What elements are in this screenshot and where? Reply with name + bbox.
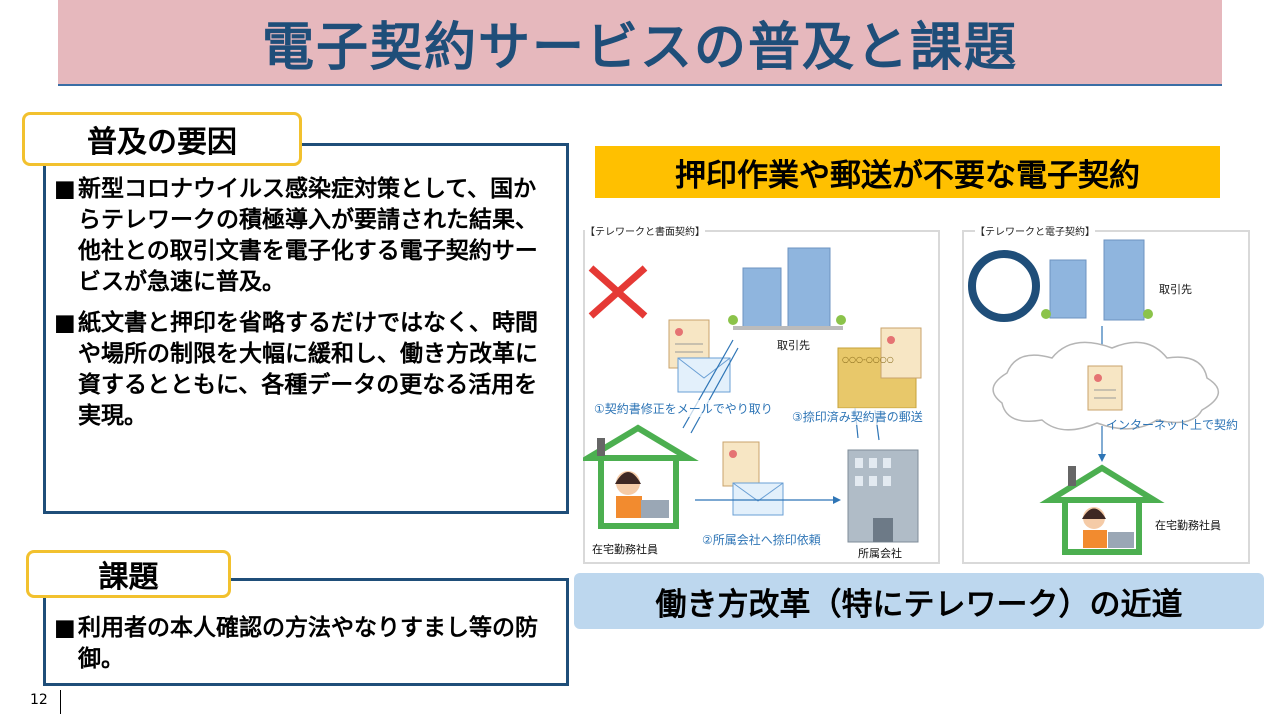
e-diagram-caption: 【テレワークと電子契約】 xyxy=(975,223,1095,238)
cross-icon xyxy=(588,265,648,319)
factors-heading: 普及の要因 xyxy=(22,112,302,166)
headline-banner: 押印作業や郵送が不要な電子契約 xyxy=(595,146,1220,198)
paper-step3-label: ③捺印済み契約書の郵送 xyxy=(792,408,923,425)
paper-step1-label: ①契約書修正をメールでやり取り xyxy=(594,400,773,417)
partner-building-icon xyxy=(728,247,846,330)
email-envelope-icon xyxy=(677,357,731,393)
contract-document-icon xyxy=(722,441,760,487)
factors-bullet-text: 新型コロナウイルス感染症対策として、国からテレワークの積極導入が要請された結果、… xyxy=(78,176,538,295)
e-partner-label: 取引先 xyxy=(1159,283,1192,296)
e-diagram-graphics xyxy=(968,239,1219,555)
partner-building-icon xyxy=(1041,239,1153,321)
square-bullet-icon: ■ xyxy=(54,615,76,641)
factors-panel: ■ 新型コロナウイルス感染症対策として、国からテレワークの積極導入が要請された結… xyxy=(43,143,569,514)
summary-banner: 働き方改革（特にテレワーク）の近道 xyxy=(574,573,1264,629)
square-bullet-icon: ■ xyxy=(54,310,76,336)
page-title: 電子契約サービスの普及と課題 xyxy=(261,17,1018,78)
paper-diagram-caption: 【テレワークと書面契約】 xyxy=(585,223,705,238)
email-envelope-icon xyxy=(732,482,784,516)
e-worker-label: 在宅勤務社員 xyxy=(1155,519,1221,532)
issues-bullet-list: ■ 利用者の本人確認の方法やなりすまし等の防御。 xyxy=(54,613,558,675)
page-number: 12 xyxy=(30,692,48,708)
factors-bullet-2: ■ 紙文書と押印を省略するだけではなく、時間や場所の制限を大幅に緩和し、働き方改… xyxy=(54,308,558,432)
paper-step2-label: ②所属会社へ捺印依頼 xyxy=(702,533,821,547)
envelope-code-label: ○○○-○○○○ xyxy=(842,355,894,364)
paper-diagram-graphics: ○○○-○○○○ xyxy=(583,247,922,543)
contract-document-icon xyxy=(1087,365,1123,411)
factors-bullet-1: ■ 新型コロナウイルス感染症対策として、国からテレワークの積極導入が要請された結… xyxy=(54,174,558,298)
company-building-icon xyxy=(847,449,919,543)
factors-bullet-text: 紙文書と押印を省略するだけではなく、時間や場所の制限を大幅に緩和し、働き方改革に… xyxy=(78,310,538,429)
issues-bullet-text: 利用者の本人確認の方法やなりすまし等の防御。 xyxy=(78,615,538,672)
paper-company-label: 所属会社 xyxy=(858,545,902,561)
mail-envelope-icon xyxy=(837,327,922,409)
home-worker-icon xyxy=(583,424,699,529)
e-cloud-label: インターネット上で契約 xyxy=(1106,418,1239,432)
square-bullet-icon: ■ xyxy=(54,176,76,202)
page-number-divider xyxy=(60,690,61,714)
paper-partner-label: 取引先 xyxy=(777,339,810,352)
ok-circle-icon xyxy=(968,250,1040,322)
issues-bullet-1: ■ 利用者の本人確認の方法やなりすまし等の防御。 xyxy=(54,613,558,675)
home-worker-icon xyxy=(1039,464,1165,555)
factors-bullet-list: ■ 新型コロナウイルス感染症対策として、国からテレワークの積極導入が要請された結… xyxy=(54,174,558,432)
issues-heading: 課題 xyxy=(26,550,231,598)
paper-worker-label: 在宅勤務社員 xyxy=(592,543,658,556)
title-bar: 電子契約サービスの普及と課題 xyxy=(58,0,1222,86)
